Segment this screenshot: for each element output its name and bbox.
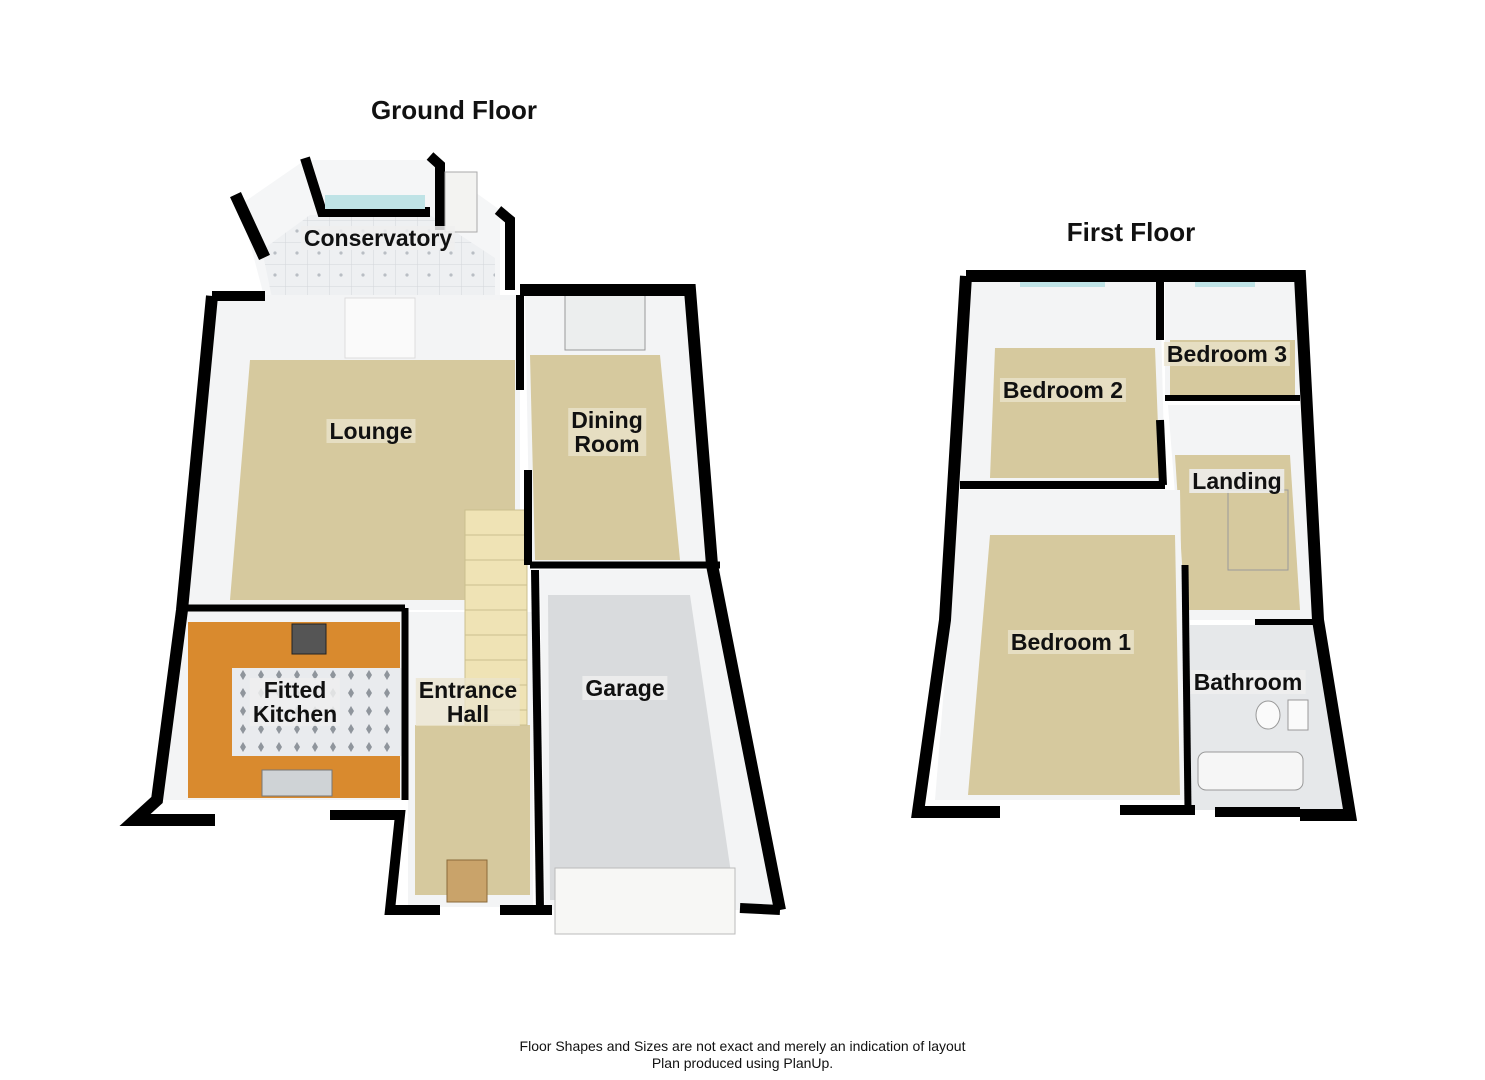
room-label-bedroom-1: Bedroom 1: [1007, 630, 1135, 654]
room-label-garage: Garage: [582, 676, 668, 700]
front-door: [446, 859, 488, 903]
kitchen-sink: [261, 769, 333, 797]
lounge-area: [180, 295, 520, 610]
room-label-fitted-kitchen: Fitted Kitchen: [249, 678, 341, 726]
ground-floor-plan: [119, 152, 786, 935]
room-label-bedroom-3: Bedroom 3: [1163, 342, 1291, 366]
conservatory-door: [444, 171, 478, 233]
room-label-landing: Landing: [1189, 469, 1285, 493]
ground-floor-title: Ground Floor: [370, 95, 538, 125]
room-label-entrance-hall: Entrance Hall: [415, 678, 521, 726]
room-label-conservatory: Conservatory: [300, 226, 456, 250]
conservatory-window: [325, 195, 425, 209]
first-floor-title: First Floor: [1066, 217, 1196, 247]
landing-area: [1168, 405, 1315, 620]
ground-floor-walls: [119, 284, 786, 915]
room-label-bedroom-2: Bedroom 2: [999, 378, 1127, 402]
first-floor-plan: [911, 270, 1358, 821]
garage-area: [540, 570, 780, 935]
room-label-dining-room: Dining Room: [568, 408, 646, 456]
entrance-hall-area: [408, 509, 533, 907]
room-label-bathroom: Bathroom: [1190, 670, 1306, 694]
bath: [1197, 751, 1304, 791]
room-label-lounge: Lounge: [326, 419, 416, 443]
first-floor-walls: [911, 270, 1358, 821]
garage-door: [554, 867, 736, 935]
hob: [291, 623, 327, 655]
disclaimer-line-1: Floor Shapes and Sizes are not exact and…: [519, 1038, 966, 1054]
bedroom-3-area: [1165, 275, 1300, 400]
toilet: [1255, 700, 1281, 730]
disclaimer-line-2: Plan produced using PlanUp.: [651, 1055, 834, 1071]
